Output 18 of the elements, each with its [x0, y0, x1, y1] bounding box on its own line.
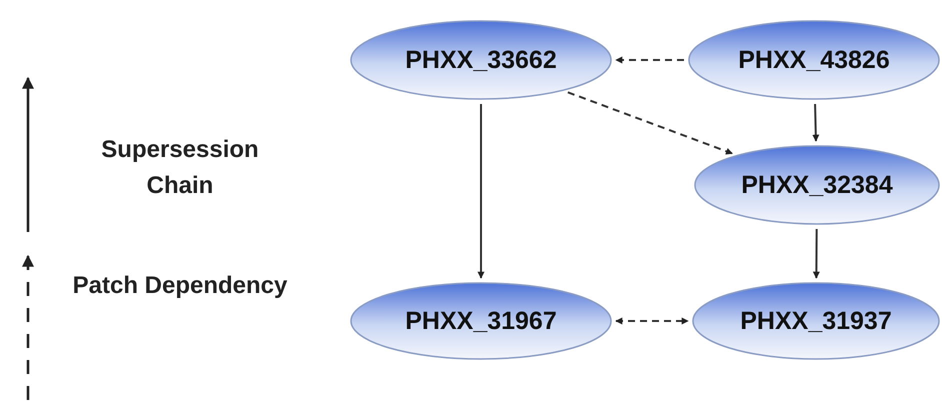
- arrow: [812, 229, 820, 279]
- node-label: PHXX_31937: [740, 306, 892, 336]
- node-label: PHXX_43826: [738, 46, 890, 74]
- arrow: [478, 104, 484, 279]
- ellipse-node: [692, 282, 940, 360]
- arrow: [615, 318, 689, 324]
- node-label: PHXX_33662: [405, 46, 557, 74]
- ellipse-node: [350, 282, 612, 360]
- ellipse-node: [688, 20, 940, 100]
- arrow: [615, 56, 684, 64]
- arrow: [812, 104, 820, 142]
- ellipse-node: [694, 145, 940, 225]
- arrow: [568, 91, 733, 155]
- ellipse-node: [350, 20, 612, 100]
- node-label: PHXX_31967: [405, 306, 557, 336]
- legend-label: Supersession Chain: [100, 135, 260, 201]
- node-label: PHXX_32384: [741, 170, 893, 200]
- legend-label: Patch Dependency: [72, 271, 288, 301]
